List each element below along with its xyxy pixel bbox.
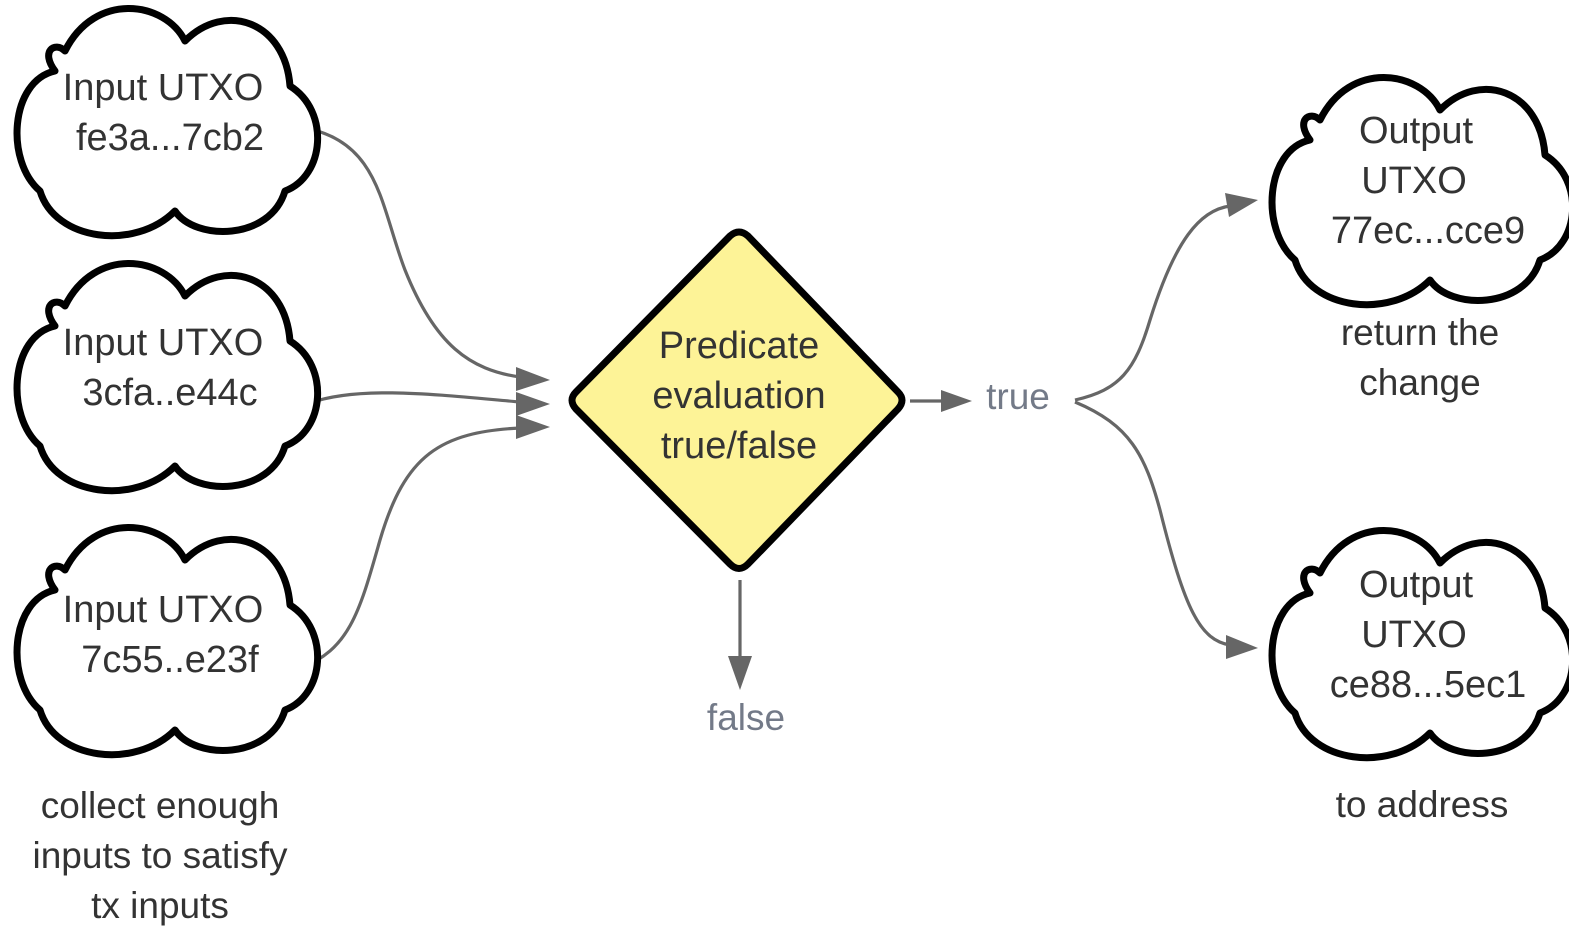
arrowhead-input3 — [516, 415, 550, 439]
output-cloud-1-line1: Output — [1359, 110, 1474, 152]
predicate-line1: Predicate — [659, 325, 820, 367]
input-cloud-2-title: Input UTXO — [63, 322, 264, 364]
input-cloud-3: Input UTXO 7c55..e23f — [17, 528, 318, 755]
input-cloud-2: Input UTXO 3cfa..e44c — [17, 264, 318, 491]
edge-input3-to-predicate — [299, 426, 521, 670]
edge-true-to-output2 — [1074, 400, 1231, 647]
output-cloud-2-id: ce88...5ec1 — [1330, 664, 1526, 706]
edges — [299, 125, 1258, 690]
input-cloud-1-title: Input UTXO — [63, 67, 264, 109]
true-label: true — [986, 376, 1050, 417]
output-cloud-2-note: to address — [1336, 784, 1509, 825]
inputs-note-line3: tx inputs — [91, 885, 229, 926]
arrowhead-input1 — [516, 367, 550, 391]
edge-input2-to-predicate — [309, 391, 521, 405]
edge-true-to-output1 — [1074, 204, 1231, 402]
arrowhead-true — [941, 390, 972, 412]
input-cloud-3-title: Input UTXO — [63, 589, 264, 631]
output-cloud-2: Output UTXO ce88...5ec1 — [1272, 531, 1569, 758]
inputs-note-line2: inputs to satisfy — [32, 835, 288, 876]
input-cloud-3-id: 7c55..e23f — [81, 639, 259, 681]
output-cloud-2-note-line1: to address — [1336, 784, 1509, 825]
arrowhead-input2 — [516, 392, 550, 416]
edge-input1-to-predicate — [299, 125, 521, 379]
input-cloud-2-id: 3cfa..e44c — [82, 372, 257, 414]
arrowhead-output1 — [1225, 193, 1258, 217]
predicate-diamond: Predicate evaluation true/false — [568, 228, 906, 572]
inputs-note-line1: collect enough — [41, 785, 280, 826]
output-cloud-1-line2: UTXO — [1361, 160, 1467, 202]
inputs-note: collect enough inputs to satisfy tx inpu… — [32, 785, 288, 926]
predicate-line3: true/false — [661, 425, 817, 467]
arrowhead-false — [728, 656, 752, 690]
output-cloud-1-note-line2: change — [1359, 362, 1480, 403]
output-cloud-1-note: return the change — [1341, 312, 1499, 403]
input-cloud-1-id: fe3a...7cb2 — [76, 117, 264, 159]
input-cloud-1: Input UTXO fe3a...7cb2 — [17, 9, 318, 236]
predicate-line2: evaluation — [652, 375, 825, 417]
arrowhead-output2 — [1226, 635, 1258, 659]
false-label: false — [707, 697, 785, 738]
output-cloud-1-id: 77ec...cce9 — [1331, 210, 1525, 252]
output-cloud-2-line2: UTXO — [1361, 614, 1467, 656]
output-cloud-1-note-line1: return the — [1341, 312, 1499, 353]
output-cloud-1: Output UTXO 77ec...cce9 — [1272, 78, 1569, 305]
output-cloud-2-line1: Output — [1359, 564, 1474, 606]
